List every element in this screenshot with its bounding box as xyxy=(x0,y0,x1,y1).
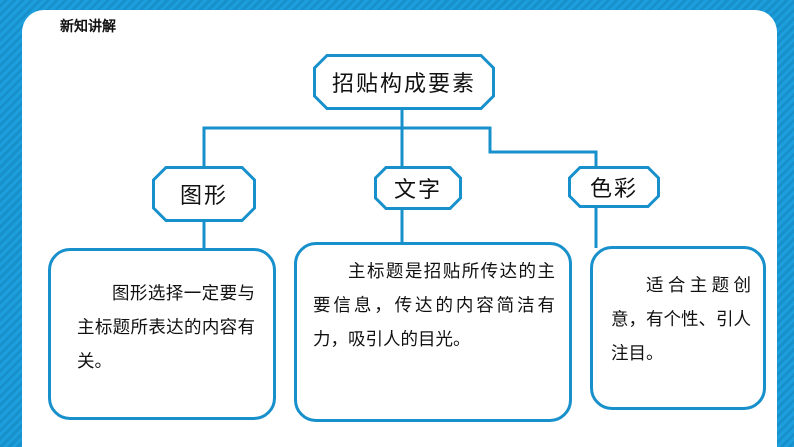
branch-node-text: 文字 xyxy=(374,166,462,210)
branch-node-graphics: 图形 xyxy=(152,166,256,222)
root-node-shape xyxy=(313,54,495,110)
branch-node-text-shape xyxy=(374,166,462,210)
connector-to-graphics xyxy=(202,126,402,166)
branch-node-color: 色彩 xyxy=(568,166,660,208)
branch-label-text: 文字 xyxy=(393,178,442,203)
description-color: 适合主题创意，有个性、引人注目。 xyxy=(611,276,751,364)
root-node: 招贴构成要素 xyxy=(313,54,495,110)
description-text: 主标题是招贴所传达的主要信息，传达的内容简洁有力，吸引人的目光。 xyxy=(313,262,555,350)
section-title: 新知讲解 xyxy=(60,19,116,35)
description-box-graphics: 图形选择一定要与主标题所表达的内容有关。 xyxy=(48,248,276,420)
description-box-color: 适合主题创意，有个性、引人注目。 xyxy=(590,246,766,410)
branch-node-graphics-shape xyxy=(152,166,256,222)
branch-label-graphics: 图形 xyxy=(179,184,228,209)
connector-to-color xyxy=(402,126,598,166)
description-box-text: 主标题是招贴所传达的主要信息，传达的内容简洁有力，吸引人的目光。 xyxy=(294,242,572,422)
description-graphics: 图形选择一定要与主标题所表达的内容有关。 xyxy=(77,284,255,372)
branch-node-color-shape xyxy=(568,166,660,208)
branch-label-color: 色彩 xyxy=(589,177,638,202)
root-node-label: 招贴构成要素 xyxy=(331,72,476,97)
